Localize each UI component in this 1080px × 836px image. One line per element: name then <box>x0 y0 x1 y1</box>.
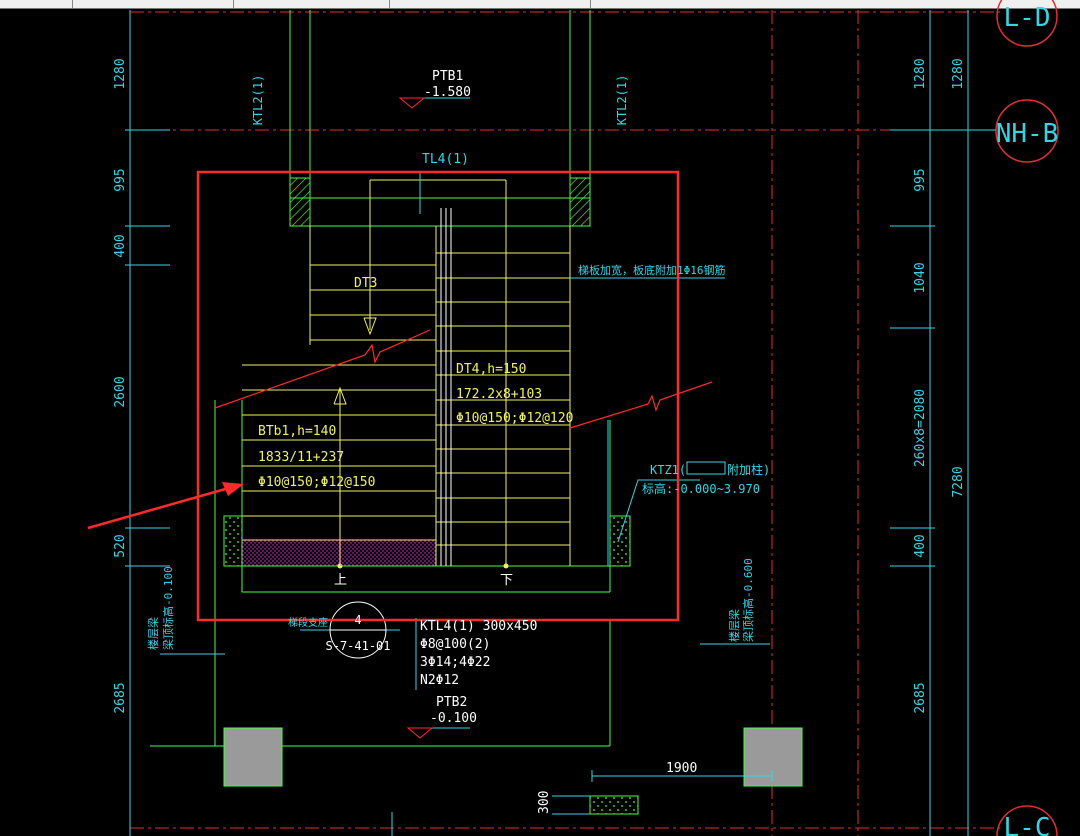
column-hatch-left <box>289 177 311 227</box>
axis-lines <box>130 10 1000 836</box>
dt3-label: DT3 <box>354 276 377 291</box>
ktl4-name: KTL4(1) 300x450 <box>420 619 537 634</box>
selection-rectangle[interactable] <box>196 170 680 622</box>
tl4-label: TL4(1) <box>422 152 469 167</box>
beam-label-right: KTL2(1) <box>615 75 629 126</box>
elev-marker-top <box>398 97 426 109</box>
dim-far-right-1280: 1280 <box>951 58 966 89</box>
platform-top-elev: -1.580 <box>424 85 471 100</box>
ktz-box <box>686 461 726 475</box>
dim-right-995: 995 <box>913 168 928 191</box>
ktl4-line4: N2Φ12 <box>420 673 459 688</box>
beam-label-left: KTL2(1) <box>251 75 265 126</box>
detail-num: 4 <box>354 613 361 627</box>
stair-direction-arrows <box>333 226 507 566</box>
platform-bottom-elev: -0.100 <box>430 711 477 726</box>
dt4-name: DT4,h=150 <box>456 362 526 377</box>
dim-1900: 1900 <box>666 761 697 776</box>
dt4-rebar: Φ10@150;Φ12@120 <box>456 411 573 426</box>
dimension-lines-right <box>890 10 975 836</box>
toolbar-segment[interactable] <box>390 0 591 8</box>
dim-right-400: 400 <box>913 534 928 557</box>
toolbar-segment[interactable] <box>234 0 390 8</box>
bottom-pad <box>589 795 639 815</box>
dim-far-right-7280: 7280 <box>951 466 966 497</box>
handrail <box>440 208 452 566</box>
platform-bottom-name: PTB2 <box>436 695 467 710</box>
support-pad-right <box>609 515 631 567</box>
bt1-name: BTb1,h=140 <box>258 424 336 439</box>
ktz-suffix: 附加柱) <box>727 462 770 477</box>
dim-right-1280: 1280 <box>913 58 928 89</box>
break-lines <box>214 329 713 429</box>
detail-ref: S-7-41-01 <box>325 639 390 653</box>
detail-note: 梯段支座 <box>288 616 328 629</box>
dim-right-2685: 2685 <box>913 682 928 713</box>
ktz-elev: 标高:-0.000~3.970 <box>642 481 760 496</box>
grid-label-top[interactable] <box>996 0 1058 47</box>
vert-note-right-2: 梁顶标高-0.600 <box>741 558 755 642</box>
dim-right-2080: 260x8=2080 <box>913 389 928 467</box>
ktl4-line3: 3Φ14;4Φ22 <box>420 655 490 670</box>
grid-label-top-text: L-D <box>1004 3 1051 33</box>
dim-300: 300 <box>537 791 552 814</box>
landing-strip <box>242 540 436 566</box>
dim-left-520: 520 <box>113 534 128 557</box>
note-right: 梯板加宽，板底附加1Φ16钢筋 <box>578 263 726 277</box>
dimension-texts-right: 1280 995 1040 260x8=2080 400 2685 1280 7… <box>913 58 966 713</box>
grid-label-mid-text: NH-B <box>996 119 1059 149</box>
down-label: 下 <box>500 573 513 588</box>
dim-left-1280: 1280 <box>113 58 128 89</box>
grid-label-bottom-text: L-C <box>1004 813 1051 836</box>
vert-note-left-1: 楼层梁 <box>146 617 160 650</box>
dimension-texts-left: 1280 995 400 2600 520 2685 <box>113 58 128 713</box>
dim-left-2685: 2685 <box>113 682 128 713</box>
support-pad-left <box>223 515 243 567</box>
grid-label-mid[interactable] <box>995 99 1059 163</box>
beam-outlines <box>150 10 611 747</box>
dim-left-995: 995 <box>113 168 128 191</box>
dimension-lines-left <box>125 10 170 836</box>
grid-label-bottom[interactable] <box>996 805 1058 836</box>
detail-callout[interactable] <box>329 601 387 659</box>
dim-left-400: 400 <box>113 234 128 257</box>
ktl4-line2: Φ8@100(2) <box>420 637 490 652</box>
dim-right-1040: 1040 <box>913 262 928 293</box>
platform-top-name: PTB1 <box>432 69 463 84</box>
down-start-dot <box>503 563 509 569</box>
column-block-left[interactable] <box>223 727 283 787</box>
column-block-right[interactable] <box>743 727 803 787</box>
ktz-name: KTZ1( <box>650 463 686 477</box>
elev-marker-bottom <box>406 727 434 739</box>
vert-note-right-1: 楼层梁 <box>727 609 741 642</box>
bt1-rebar: Φ10@150;Φ12@150 <box>258 475 375 490</box>
bt1-steps: 1833/11+237 <box>258 450 344 465</box>
vert-note-left-2: 梁顶标高-0.100 <box>161 566 175 650</box>
annotation-arrow <box>87 482 244 530</box>
toolbar-segment[interactable] <box>73 0 234 8</box>
top-toolbar-strip <box>0 0 1080 9</box>
column-hatch-right <box>569 177 591 227</box>
toolbar-segment[interactable] <box>0 0 73 8</box>
up-label: 上 <box>334 573 347 588</box>
dim-left-2600: 2600 <box>113 376 128 407</box>
dt4-steps: 172.2x8+103 <box>456 387 542 402</box>
